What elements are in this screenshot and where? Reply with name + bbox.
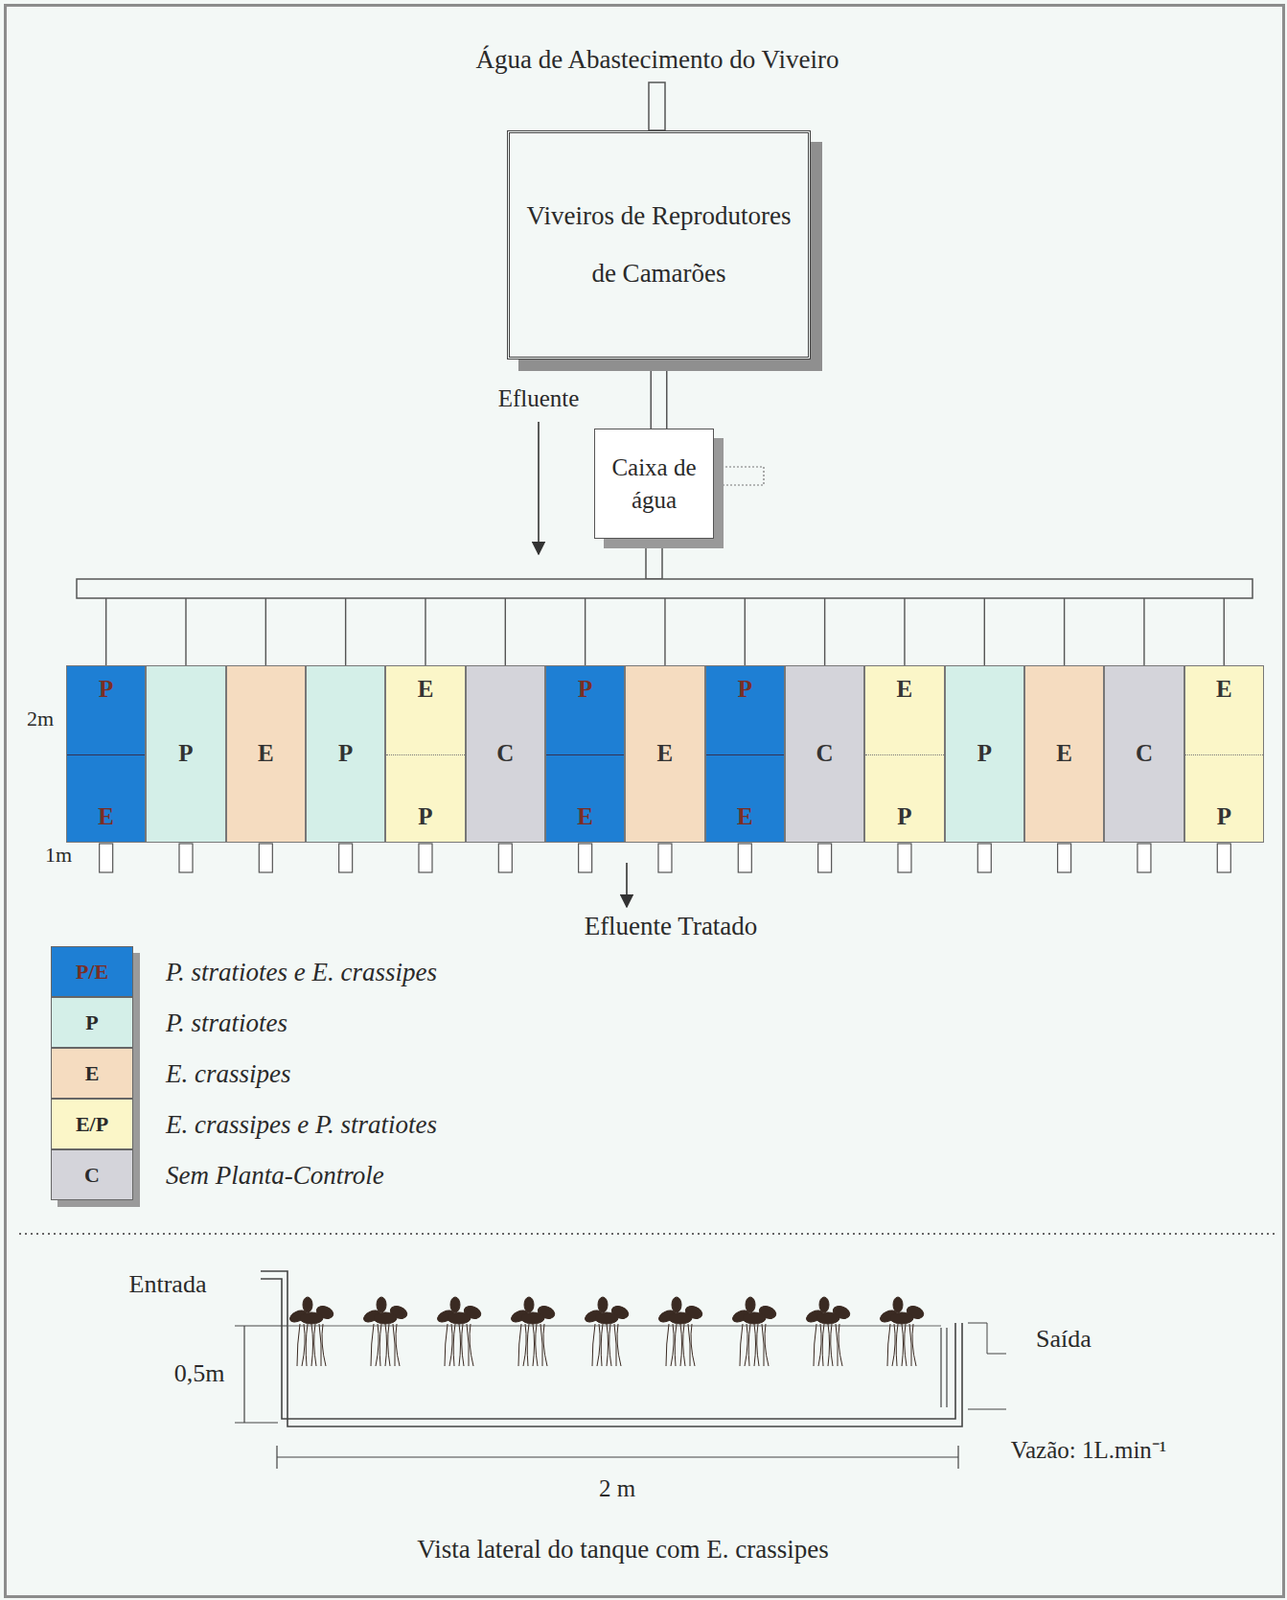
legend-code: P — [85, 1010, 98, 1035]
treatment-code: C — [1104, 739, 1183, 767]
treatment-code: E — [386, 675, 464, 703]
annotation-label: Vista lateral do tanque com E. crassipes — [416, 1534, 828, 1564]
treatment-code: P — [546, 675, 624, 703]
treatment-tank: C — [1103, 665, 1184, 843]
legend-text: E. crassipes — [165, 1057, 292, 1088]
annotation-label: 2m — [26, 706, 54, 732]
treatment-tank: E — [624, 665, 705, 843]
tank-divider — [386, 754, 464, 756]
pipe-connector — [650, 359, 668, 429]
treatment-code: P — [306, 739, 385, 767]
treatment-code: P — [865, 803, 943, 830]
legend-text: Sem Planta-Controle — [165, 1159, 385, 1190]
tank-divider — [1185, 754, 1264, 756]
legend-text: P. stratiotes — [165, 1007, 288, 1037]
treatment-tank: C — [465, 665, 546, 843]
separator-line — [19, 1232, 1275, 1235]
tank-divider — [67, 754, 145, 756]
treatment-tank: PE — [66, 665, 146, 843]
treatment-code: E — [546, 803, 624, 830]
legend-text: P. stratiotes e E. crassipes — [165, 956, 437, 987]
legend-code: E/P — [75, 1111, 109, 1137]
tank-divider — [706, 754, 784, 756]
feed-line — [265, 538, 654, 666]
flow-arrow — [625, 862, 628, 907]
flow-arrow — [537, 421, 540, 554]
feed-line — [654, 538, 826, 666]
tank-divider — [546, 754, 624, 756]
feed-line — [654, 538, 905, 666]
treatment-code: P — [945, 739, 1024, 767]
distribution-manifold — [76, 578, 1253, 598]
water-tank-box: Caixa de água — [594, 428, 714, 539]
connector-group — [106, 359, 1225, 666]
legend-text: E. crassipes e P. stratiotes — [165, 1108, 437, 1139]
overflow-outlet — [713, 466, 764, 485]
treatment-code: E — [865, 675, 943, 703]
box-label: Viveiros de Reprodutores de Camarões — [519, 187, 799, 302]
treatment-tank: E — [1024, 665, 1104, 843]
treatment-tank: PE — [705, 665, 785, 843]
outlet-pipe — [645, 538, 663, 579]
feed-line — [585, 538, 655, 666]
treatment-code: P — [146, 739, 225, 767]
feed-line — [505, 538, 654, 666]
treatment-code: C — [466, 739, 545, 767]
annotation-label: 1m — [45, 842, 72, 868]
annotation-label: 0,5m — [174, 1358, 226, 1388]
pipe-interior — [651, 359, 667, 429]
annotation-label: Água de Abastecimento do Viveiro — [476, 45, 840, 75]
feed-line — [654, 538, 1225, 666]
legend-code: P/E — [75, 959, 109, 985]
feed-line — [425, 538, 655, 666]
treatment-tank: EP — [385, 665, 465, 843]
treatment-tank: P — [145, 665, 226, 843]
treatment-code: P — [386, 803, 464, 830]
treatment-code: C — [785, 739, 864, 767]
supply-pipe — [648, 82, 666, 131]
annotation-label: Efluente Tratado — [584, 911, 759, 942]
feed-line — [654, 538, 1065, 666]
outlet-stubs — [99, 843, 1232, 873]
annotation-label: Entrada — [129, 1269, 207, 1299]
feed-line — [106, 538, 655, 666]
treatment-tank: EP — [864, 665, 944, 843]
treatment-code: P — [706, 675, 784, 703]
legend-code: E — [85, 1060, 100, 1086]
box-label: Caixa de água — [605, 451, 703, 517]
annotation-label: Efluente — [498, 385, 580, 413]
treatment-tank: EP — [1184, 665, 1265, 843]
feed-line — [654, 538, 746, 666]
treatment-code: E — [227, 739, 305, 767]
treatment-code: E — [625, 739, 704, 767]
treatment-tank: P — [944, 665, 1025, 843]
treatment-code: P — [67, 675, 145, 703]
annotation-label: Saída — [1035, 1324, 1092, 1354]
tank-divider — [865, 754, 943, 756]
tank-side-view — [234, 1270, 1007, 1469]
legend-code: C — [84, 1162, 100, 1188]
annotation-label: 2 m — [598, 1474, 636, 1502]
feed-line — [345, 538, 655, 666]
treatment-code: E — [1025, 739, 1104, 767]
pond-box: Viveiros de Reprodutores de Camarões — [506, 130, 811, 360]
treatment-tank: P — [305, 665, 386, 843]
annotation-label: Vazão: 1L.min⁻¹ — [1011, 1431, 1168, 1465]
feed-line — [185, 538, 655, 666]
treatment-code: E — [1185, 675, 1264, 703]
feed-line — [654, 538, 1145, 666]
feed-line — [654, 538, 986, 666]
treatment-tank: PE — [545, 665, 625, 843]
plant-row — [288, 1296, 926, 1366]
treatment-tank: C — [784, 665, 865, 843]
treatment-code: P — [1185, 803, 1264, 830]
treatment-code: E — [706, 803, 784, 830]
treatment-tank: E — [226, 665, 306, 843]
treatment-code: E — [67, 803, 145, 830]
